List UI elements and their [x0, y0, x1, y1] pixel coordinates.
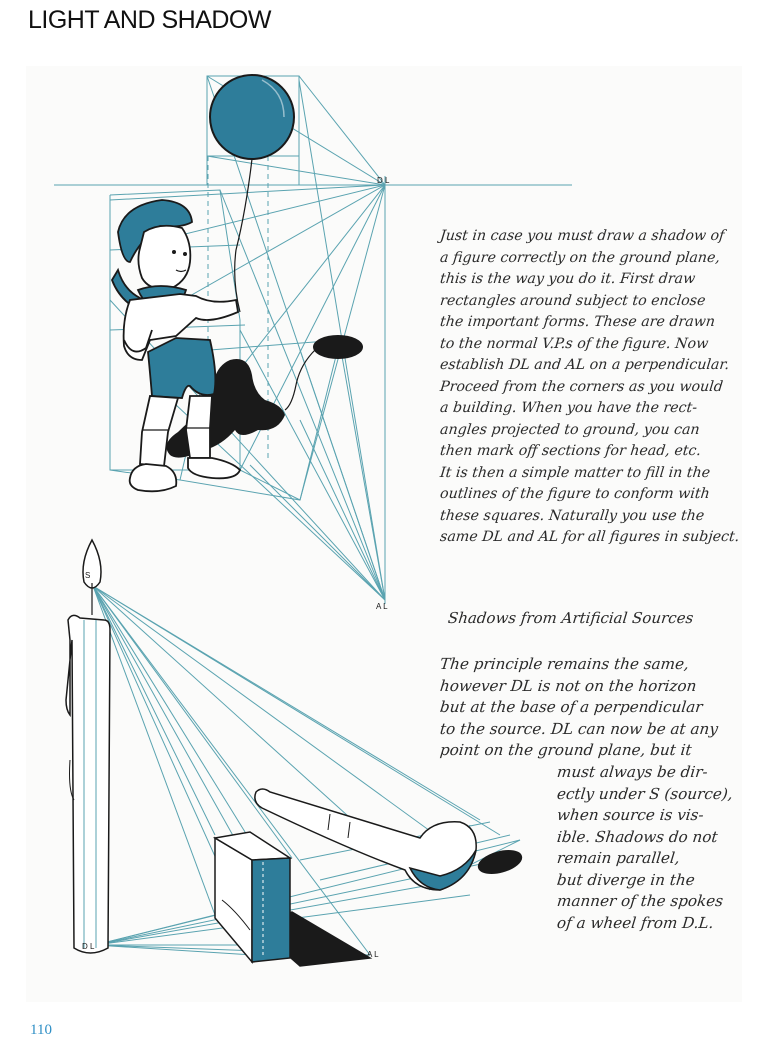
text-line: to the normal V.P.s of the figure. Now [439, 335, 710, 352]
text-line: Just in case you must draw a shadow of [439, 228, 726, 244]
text-line: however DL is not on the horizon [439, 676, 698, 695]
text-line: ectly under S (source), [556, 784, 734, 803]
text-line: of a wheel from D.L. [556, 913, 715, 932]
text-line: It is then a simple matter to fill in th… [439, 464, 711, 481]
text-line: Proceed from the corners as you would [439, 378, 724, 395]
text-line: manner of the spokes [556, 892, 725, 910]
box [212, 831, 373, 967]
principle-paragraph-narrow: must always be dir- ectly under S (sourc… [556, 762, 734, 934]
text-line: to the source. DL can now be at any [439, 719, 719, 738]
text-line: point on the ground plane, but it [439, 741, 693, 759]
page-number: 110 [30, 1022, 52, 1038]
text-line: this is the way you do it. First draw [439, 271, 697, 287]
balloon [209, 74, 295, 313]
al-label-top: A L [376, 602, 388, 611]
text-line: The principle remains the same, [439, 655, 690, 673]
text-line: outlines of the figure to conform with [439, 486, 711, 502]
explanation-paragraph: Just in case you must draw a shadow of a… [439, 226, 741, 549]
page-title: LIGHT AND SHADOW [28, 6, 271, 34]
text-line: ible. Shadows do not [556, 827, 719, 846]
candle [65, 538, 111, 954]
text-line: same DL and AL for all figures in subjec… [439, 529, 741, 545]
text-line: must always be dir- [556, 763, 709, 781]
balloon-shadow [313, 335, 363, 359]
text-line: a building. When you have the rect- [439, 400, 698, 416]
text-line: then mark off sections for head, etc. [439, 443, 702, 459]
text-line: the important forms. These are drawn [439, 314, 716, 330]
principle-paragraph-wide: The principle remains the same, however … [439, 654, 719, 762]
text-line: but at the base of a perpendicular [439, 698, 704, 716]
boy-figure [111, 199, 242, 493]
text-line: but diverge in the [556, 870, 696, 889]
text-line: angles projected to ground, you can [439, 421, 701, 438]
text-line: when source is vis- [556, 806, 705, 824]
dl-label-bottom: D L [82, 942, 95, 951]
al-label-bottom: A L [367, 950, 379, 959]
source-label: S [85, 571, 90, 580]
text-line: rectangles around subject to enclose [439, 292, 707, 309]
pipe [254, 788, 523, 891]
text-line: these squares. Naturally you use the [439, 507, 706, 524]
text-line: remain parallel, [556, 849, 681, 867]
dl-label-top: D L [377, 176, 390, 185]
section-subheading: Shadows from Artificial Sources [447, 609, 695, 627]
text-line: establish DL and AL on a perpendicular. [439, 357, 730, 373]
text-line: a figure correctly on the ground plane, [439, 249, 721, 266]
